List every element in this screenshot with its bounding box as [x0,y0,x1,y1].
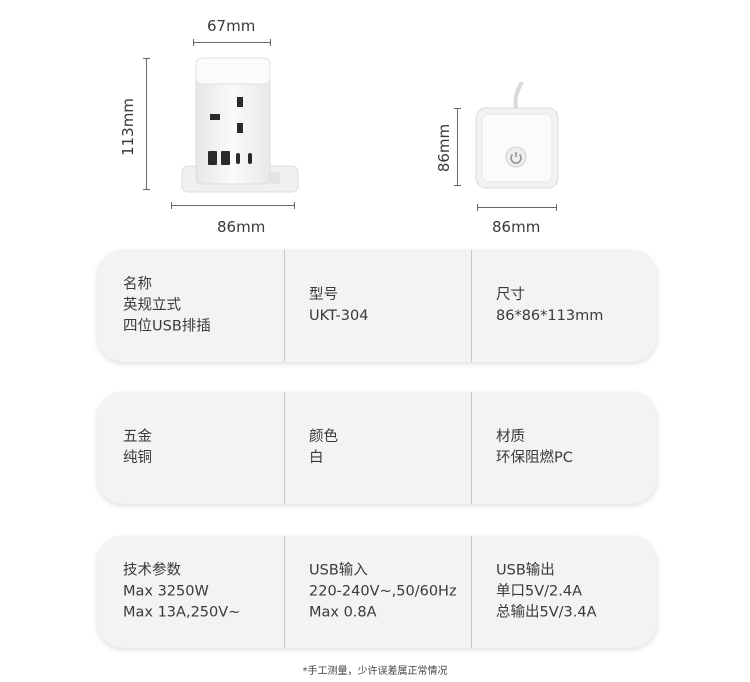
spec-label: 五金 [123,429,152,445]
spec-label: 尺寸 [496,287,525,303]
spec-label: 型号 [309,287,338,303]
tower-height-label: 113mm [118,98,137,156]
spec-value: 白 [309,450,324,466]
spec-value: 四位USB排插 [123,318,211,335]
spec-label: USB输入 [309,562,368,579]
spec-cell-hardware: 五金 纯铜 [97,392,284,504]
top-view-image [475,82,559,189]
spec-card-1: 名称 英规立式 四位USB排插 型号 UKT-304 尺寸 86*86*113m… [97,250,657,362]
spec-value: 86*86*113mm [496,308,604,324]
spec-cell-material: 材质 环保阻燃PC [471,392,657,504]
spec-cell-name: 名称 英规立式 四位USB排插 [97,250,284,362]
spec-value: 单口5V/2.4A [496,583,583,600]
spec-cell-color: 颜色 白 [284,392,471,504]
measurement-footnote: *手工测量，少许误差属正常情况 [302,666,448,677]
spec-value: 220-240V~,50/60Hz [309,583,457,600]
spec-value: Max 0.8A [309,604,377,621]
spec-cell-model: 型号 UKT-304 [284,250,471,362]
spec-value: 英规立式 [123,297,181,314]
spec-value: UKT-304 [309,308,369,324]
spec-card-2: 五金 纯铜 颜色 白 材质 环保阻燃PC [97,392,657,504]
tower-base-line [171,202,295,209]
spec-label: 技术参数 [123,562,181,579]
spec-cell-usb-input: USB输入 220-240V~,50/60Hz Max 0.8A [284,536,471,648]
spec-label: 材质 [496,429,525,445]
spec-value: Max 13A,250V~ [123,604,241,621]
spec-value: 环保阻燃PC [496,450,573,466]
tower-width-label: 67mm [207,17,256,35]
base-side-line [454,108,461,186]
base-width-label: 86mm [492,218,541,236]
tower-base-label: 86mm [217,218,266,236]
tower-height-line [143,58,150,190]
base-side-label: 86mm [435,123,454,173]
spec-cell-usb-output: USB输出 单口5V/2.4A 总输出5V/3.4A [471,536,657,648]
spec-value: Max 3250W [123,583,209,600]
spec-label: USB输出 [496,562,555,579]
power-button-icon [505,146,527,168]
spec-label: 名称 [123,276,152,293]
spec-card-3: 技术参数 Max 3250W Max 13A,250V~ USB输入 220-2… [97,536,657,648]
spec-label: 颜色 [309,429,338,445]
tower-power-strip-image [181,57,299,193]
tower-width-line [193,39,271,46]
spec-value: 纯铜 [123,450,152,466]
base-width-line [477,204,557,211]
spec-cell-size: 尺寸 86*86*113mm [471,250,657,362]
spec-value: 总输出5V/3.4A [496,604,597,621]
spec-cell-tech-params: 技术参数 Max 3250W Max 13A,250V~ [97,536,284,648]
